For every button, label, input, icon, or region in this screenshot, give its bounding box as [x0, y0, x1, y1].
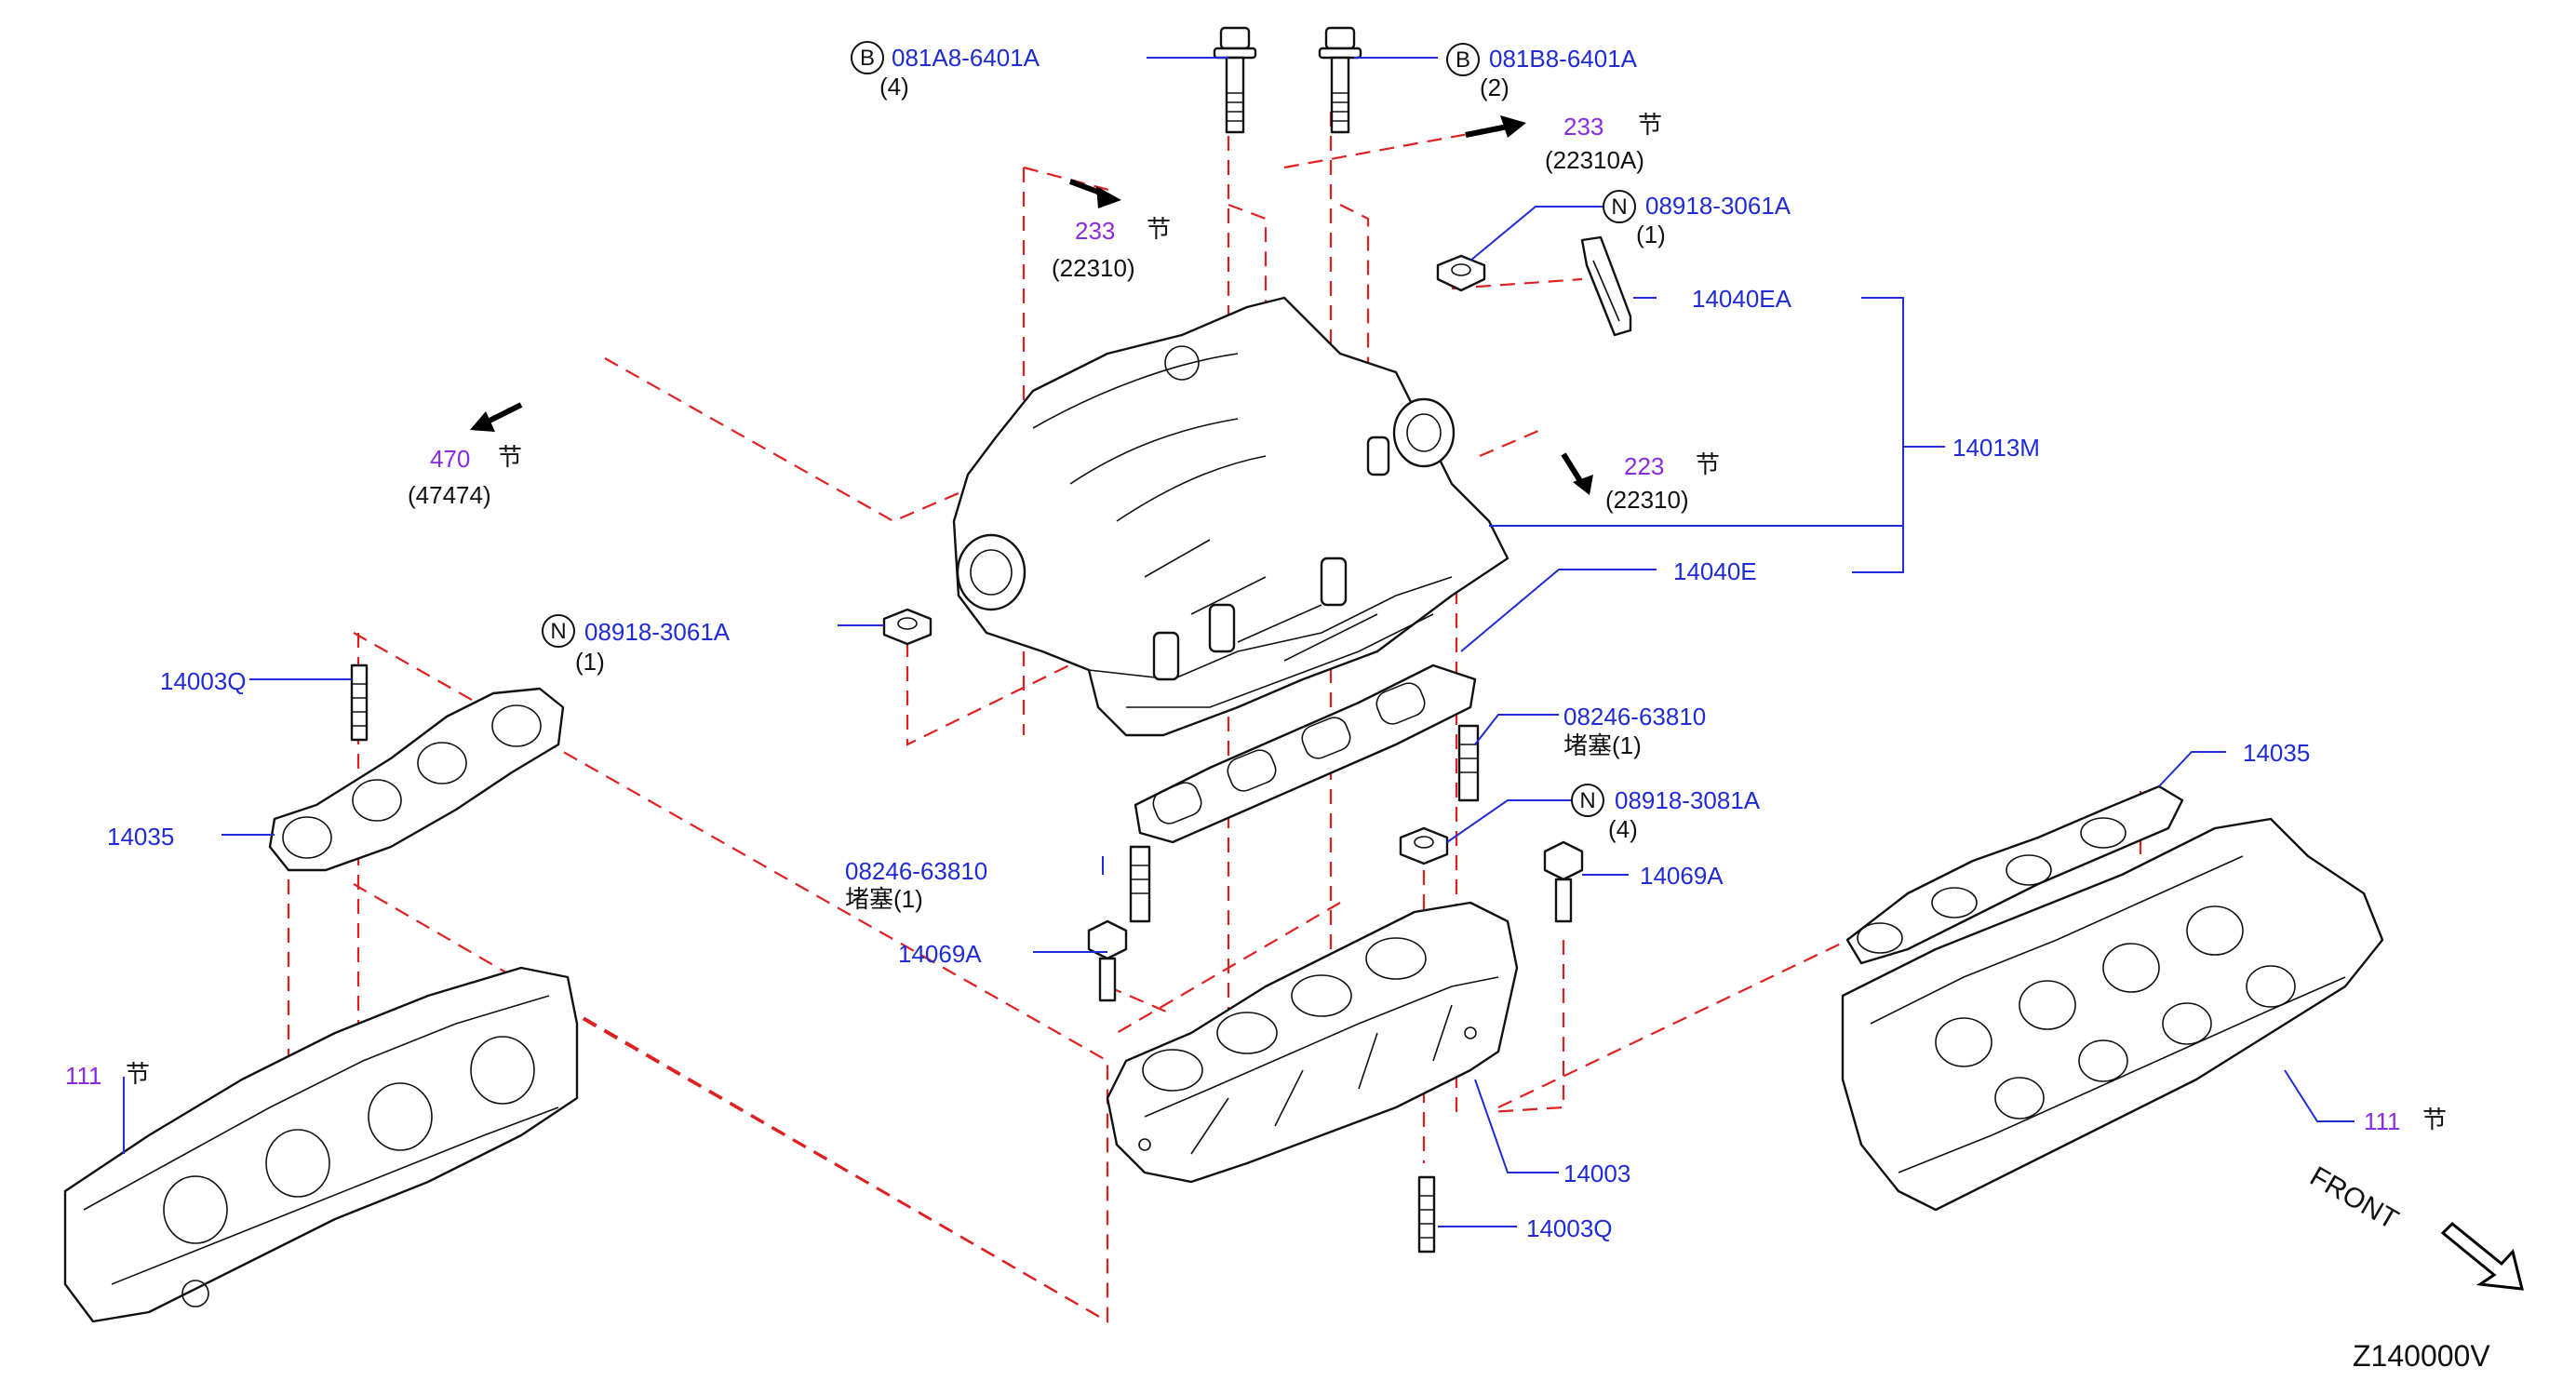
section-code: (22310A): [1545, 146, 1644, 174]
section-number: 233: [1563, 113, 1603, 141]
quantity: (2): [1480, 74, 1509, 101]
section-code: (22310): [1605, 486, 1689, 514]
callout-prefix: N: [1579, 788, 1595, 813]
label-14069A-right: 14069A: [1640, 862, 1724, 890]
label-14035-left: 14035: [107, 823, 174, 851]
callout-081A8: B 081A8-6401A (4): [851, 41, 1040, 101]
section-code: (47474): [408, 481, 491, 509]
label-14003Q-bottom: 14003Q: [1526, 1214, 1613, 1242]
section-ref-111-left: 111 节: [65, 1060, 150, 1090]
bolt-081B8-icon: [1318, 26, 1362, 134]
section-number: 223: [1624, 452, 1664, 480]
bolt-14069A-left-icon: [1087, 919, 1128, 1002]
stud-14003Q-top-icon: [350, 664, 369, 742]
quantity: (1): [1636, 221, 1666, 248]
front-label: FRONT: [2305, 1160, 2404, 1235]
plug-left-icon: [1129, 845, 1151, 923]
section-ref-111-right: 111 节: [2364, 1106, 2447, 1135]
section-mark: 节: [1147, 215, 1171, 243]
section-ref-470: 470 节 (47474): [408, 443, 522, 509]
label-14040E: 14040E: [1673, 557, 1757, 585]
callout-prefix: B: [1456, 47, 1470, 73]
quantity: (4): [879, 73, 909, 101]
label-plug-right-desc: 堵塞(1): [1563, 731, 1642, 759]
gasket-14035-left-icon: [268, 687, 565, 872]
section-number: 470: [430, 445, 470, 473]
section-code: (22310): [1052, 254, 1135, 282]
nut-left-icon: [882, 608, 932, 646]
section-ref-233b: 233 节 (22310): [1052, 215, 1171, 282]
lower-intake-manifold: [1106, 901, 1519, 1184]
label-plug-right-part: 08246-63810: [1563, 703, 1706, 731]
bolt-14069A-right-icon: [1543, 840, 1584, 923]
section-ref-223: 223 节 (22310): [1605, 450, 1720, 514]
plug-right-icon: [1457, 724, 1480, 802]
callout-08918-3061A-left: N 08918-3061A (1): [542, 614, 731, 676]
stud-14003Q-bottom-icon: [1417, 1175, 1436, 1254]
leader-lines: [123, 57, 2355, 1227]
label-14035-right: 14035: [2243, 739, 2310, 767]
label-plug-left-desc: 堵塞(1): [845, 885, 923, 913]
part-number: 081A8-6401A: [892, 44, 1040, 72]
label-plug-left-part: 08246-63810: [845, 857, 987, 885]
front-arrow-icon: [2440, 1221, 2524, 1291]
section-mark: 节: [126, 1060, 150, 1088]
quantity: (1): [575, 648, 605, 676]
label-14040EA: 14040EA: [1692, 285, 1792, 313]
section-number: 233: [1075, 217, 1115, 245]
label-14003Q-top: 14003Q: [160, 667, 247, 695]
nut-08918-3081A-icon: [1399, 826, 1449, 865]
callout-prefix: N: [550, 619, 566, 644]
section-number: 111: [2364, 1107, 2401, 1135]
gasket-14040E-icon: [1134, 664, 1477, 844]
section-mark: 节: [1638, 111, 1662, 139]
label-14069A-left: 14069A: [898, 940, 982, 968]
part-number: 081B8-6401A: [1489, 45, 1638, 73]
section-ref-233a: 233 节 (22310A): [1545, 111, 1662, 174]
diagram-code: Z140000V: [2353, 1339, 2490, 1373]
gasket-14040EA-icon: [1580, 235, 1632, 337]
callout-08918-3081A: N 08918-3081A (4): [1571, 784, 1761, 843]
part-number: 08918-3061A: [1645, 192, 1791, 220]
nut-08918-3061A-icon: [1436, 254, 1486, 292]
cylinder-head-right: [1841, 817, 2384, 1212]
section-number: 111: [65, 1062, 102, 1090]
bolt-081A8-icon: [1213, 26, 1257, 134]
label-14013M: 14013M: [1952, 434, 2040, 462]
cylinder-head-left: [63, 966, 579, 1323]
callout-prefix: B: [860, 46, 875, 71]
label-14003: 14003: [1563, 1160, 1630, 1187]
quantity: (4): [1608, 815, 1638, 843]
section-mark: 节: [2422, 1106, 2447, 1133]
gasket-14035-right-icon: [1845, 784, 2184, 965]
upper-intake-manifold: [952, 296, 1509, 737]
callout-prefix: N: [1611, 194, 1627, 220]
part-number: 08918-3081A: [1615, 786, 1761, 814]
section-mark: 节: [498, 443, 522, 471]
section-mark: 节: [1696, 450, 1720, 478]
direction-arrows: [470, 115, 1593, 495]
callout-08918-3061A-top: N 08918-3061A (1): [1603, 190, 1791, 248]
callout-081B8: B 081B8-6401A (2): [1446, 43, 1638, 101]
part-number: 08918-3061A: [584, 618, 731, 646]
